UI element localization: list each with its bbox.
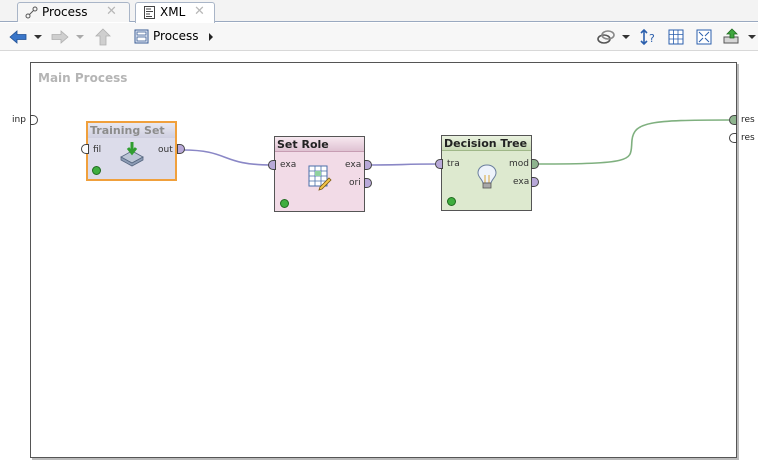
toolbar: Process ? [0,23,758,51]
decision-tree-example-output-port[interactable] [531,177,539,187]
decision-tree-training-input-port[interactable] [435,159,443,169]
up-arrow-icon[interactable] [93,28,113,46]
set-role-input-port[interactable] [268,160,276,170]
tab-process-label: Process [42,5,88,19]
connection-setrole-to-decisiontree [370,163,440,166]
operator-title: Decision Tree [442,136,531,151]
forward-history-dropdown-icon[interactable] [76,35,84,39]
back-history-dropdown-icon[interactable] [34,35,42,39]
port-label-exa-in: exa [280,160,297,170]
set-role-example-output-port[interactable] [364,160,372,170]
back-arrow-icon[interactable] [8,28,28,46]
operator-training-set[interactable]: Training Set fil out [86,121,177,181]
export-printer-icon[interactable] [722,28,742,46]
process-title: Main Process [38,71,128,85]
svg-text:?: ? [649,32,655,45]
decision-tree-model-output-port[interactable] [531,159,539,169]
process-result-port-2[interactable] [729,133,737,143]
port-label-mod: mod [509,159,529,169]
set-role-original-output-port[interactable] [364,178,372,188]
operator-title: Training Set [88,123,175,138]
connection-trainingset-to-setrole [182,149,273,166]
tab-process[interactable]: Process ✕ [17,2,130,22]
execution-order-icon[interactable]: ? [638,28,658,46]
training-set-input-port[interactable] [81,144,89,154]
training-set-output-port[interactable] [177,144,185,154]
process-input-port[interactable] [30,115,38,125]
breadcrumb-process-label: Process [153,29,199,43]
operator-status-indicator [280,199,289,208]
operator-set-role[interactable]: Set Role exa exa ori [274,136,365,212]
export-dropdown-icon[interactable] [748,35,756,39]
auto-wire-dropdown-icon[interactable] [622,35,630,39]
process-result-port-1[interactable] [729,115,737,125]
port-label-out: out [158,145,173,155]
process-result-port-label-1: res [741,115,755,125]
port-label-exa: exa [513,177,530,187]
port-label-exa-out: exa [345,160,362,170]
port-label-tra: tra [447,159,460,169]
process-result-port-label-2: res [741,133,755,143]
port-label-fil: fil [93,145,102,155]
close-icon[interactable]: ✕ [194,4,205,19]
arrange-grid-icon[interactable] [666,28,686,46]
chevron-right-icon[interactable] [209,33,213,41]
tab-bar: Process ✕ XML ✕ [0,0,758,23]
operator-status-indicator [447,197,456,206]
operator-status-indicator [92,166,101,175]
table-edit-icon [308,165,332,191]
process-flow-icon [25,6,38,19]
connection-decisiontree-to-result [537,119,730,165]
operator-decision-tree[interactable]: Decision Tree tra mod exa [441,135,532,211]
port-label-ori: ori [349,178,361,188]
tab-xml-label: XML [160,5,186,19]
auto-wire-icon[interactable] [596,28,616,46]
forward-arrow-icon[interactable] [50,28,70,46]
operator-title: Set Role [275,137,364,152]
retrieve-data-icon [120,142,144,167]
close-icon[interactable]: ✕ [106,4,117,19]
subprocess-icon [134,29,149,44]
lightbulb-icon [477,164,497,189]
fit-to-window-icon[interactable] [694,28,714,46]
tab-xml[interactable]: XML ✕ [135,2,215,23]
process-input-port-label: inp [12,115,26,125]
xml-document-icon [144,6,155,19]
